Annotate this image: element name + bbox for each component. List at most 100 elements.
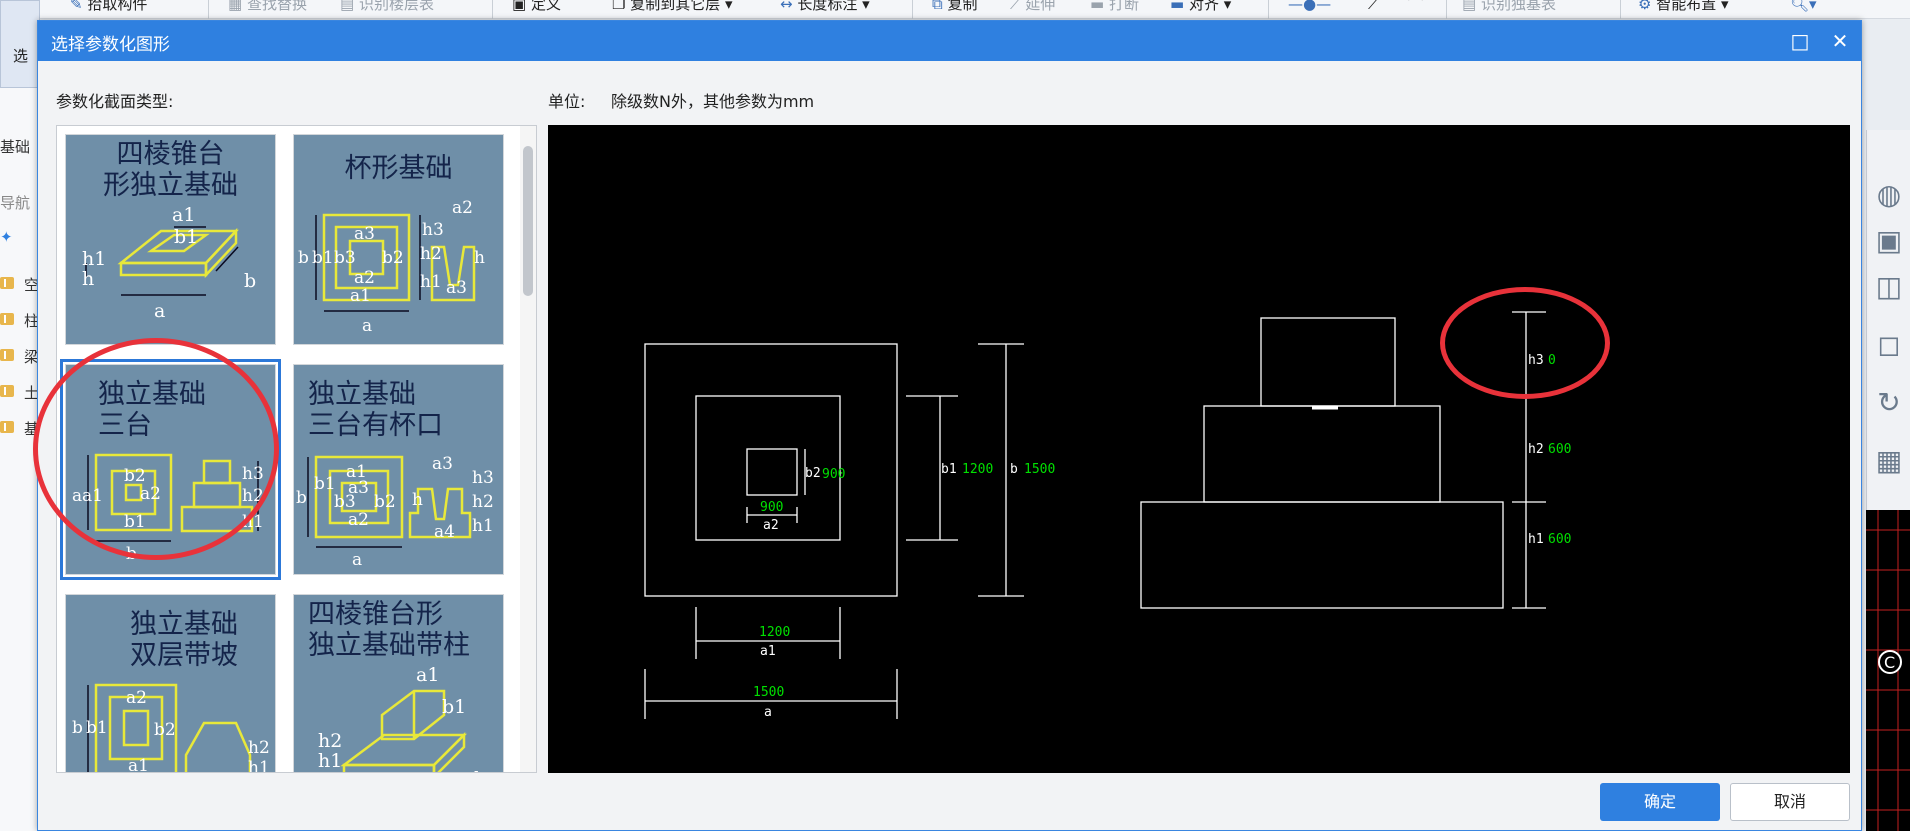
svg-text:a2: a2 xyxy=(354,268,375,288)
svg-text:b3: b3 xyxy=(334,248,356,268)
section-h3-value[interactable]: 0 xyxy=(1548,353,1556,368)
folder-icon xyxy=(0,385,14,397)
folder-icon xyxy=(0,349,14,361)
folder-icon xyxy=(0,277,14,289)
plan-b2-value[interactable]: 900 xyxy=(822,467,845,482)
svg-text:a1: a1 xyxy=(172,204,195,226)
toolbar-smart-layout[interactable]: ⚙ 智能布置 ▾ xyxy=(1638,0,1729,19)
toolbar-copy[interactable]: ⧉ 复制 xyxy=(932,0,978,19)
svg-text:b: b xyxy=(474,768,486,773)
gallery-scrollbar[interactable] xyxy=(520,126,536,772)
toolbar-length-dimension[interactable]: ↔ 长度标注 ▾ xyxy=(780,0,870,19)
point-icon: —●— xyxy=(1288,0,1332,13)
svg-text:a3: a3 xyxy=(354,224,375,244)
section-step-3 xyxy=(1260,317,1396,407)
cube-view-icon[interactable]: ◫ xyxy=(1875,270,1903,303)
svg-text:a2: a2 xyxy=(140,484,161,504)
toolbar-recognize-floor-table[interactable]: ▤ 识别楼层表 xyxy=(340,0,434,19)
section-step-1 xyxy=(1140,501,1504,609)
plan-a-value[interactable]: 1500 xyxy=(753,685,784,700)
svg-text:h2: h2 xyxy=(472,492,494,512)
svg-text:a1: a1 xyxy=(350,286,371,306)
svg-text:b1: b1 xyxy=(174,226,198,248)
nav-item[interactable]: 土 xyxy=(0,382,40,402)
nav-item[interactable]: 空 xyxy=(0,274,40,294)
toolbar-copy-to-layer[interactable]: ❐ 复制到其它层 ▾ xyxy=(612,0,733,19)
plan-a-label: a xyxy=(764,705,772,720)
add-icon[interactable]: ✦ xyxy=(0,228,13,246)
section-h1-label: h1 xyxy=(1528,532,1544,547)
globe-icon[interactable]: ◍ xyxy=(1876,178,1902,211)
plan-a1-value[interactable]: 1200 xyxy=(759,625,790,640)
plan-b-label: b xyxy=(1010,462,1018,477)
plan-middle-rect xyxy=(695,395,841,541)
section-h2-value[interactable]: 600 xyxy=(1548,442,1571,457)
svg-text:a1: a1 xyxy=(416,664,439,686)
plan-inner-rect xyxy=(746,448,798,496)
toolbar-define[interactable]: ▣ 定义 xyxy=(512,0,561,19)
svg-text:C: C xyxy=(1884,653,1895,672)
svg-text:a: a xyxy=(154,300,165,322)
thumb-title: 杯形基础 xyxy=(344,153,453,184)
svg-text:a4: a4 xyxy=(434,522,455,542)
define-icon: ▣ xyxy=(512,0,531,13)
toolbar-line-tool[interactable]: ⟋ xyxy=(1368,0,1379,19)
scrollbar-thumb[interactable] xyxy=(523,146,533,296)
svg-text:b: b xyxy=(244,270,256,292)
toolbar-point-tool[interactable]: —●— xyxy=(1288,0,1331,19)
toolbar-align[interactable]: ▬ 对齐 ▾ xyxy=(1170,0,1231,19)
svg-text:b: b xyxy=(72,718,83,738)
grid-settings-icon[interactable]: ▦ xyxy=(1875,444,1903,477)
plan-b1-value[interactable]: 1200 xyxy=(962,462,993,477)
svg-text:h1: h1 xyxy=(242,512,264,532)
3d-view-icon[interactable]: ▣ xyxy=(1875,224,1903,257)
cancel-button[interactable]: 取消 xyxy=(1730,783,1850,821)
toolbar-arc-tool[interactable]: ⌒ xyxy=(1408,0,1423,19)
toolbar-find-replace[interactable]: ▦ 查找替换 xyxy=(228,0,307,19)
nav-item[interactable]: 梁 xyxy=(0,346,40,366)
svg-text:b3: b3 xyxy=(334,492,356,512)
select-tool-button[interactable]: 选 xyxy=(0,0,40,88)
toolbar-search-tool[interactable]: 🔍︎▾ xyxy=(1790,0,1817,19)
toolbar-break[interactable]: ▬ 打断 xyxy=(1090,0,1139,19)
svg-text:h1: h1 xyxy=(472,516,494,536)
svg-text:h1: h1 xyxy=(318,750,342,772)
drawing-canvas-edge[interactable]: C xyxy=(1866,510,1910,831)
svg-text:h3: h3 xyxy=(472,468,494,488)
left-tab-label[interactable]: 基础 xyxy=(0,138,31,156)
thumb-title: 独立基础 双层带坡 xyxy=(130,609,238,671)
ok-button[interactable]: 确定 xyxy=(1600,783,1720,821)
svg-text:b1: b1 xyxy=(86,718,108,738)
dialog-titlebar[interactable]: 选择参数化图形 □ ✕ xyxy=(38,21,1861,61)
toolbar-recognize-isolated-table[interactable]: ▤ 识别独基表 xyxy=(1462,0,1556,19)
plan-b-value[interactable]: 1500 xyxy=(1024,462,1055,477)
plan-a2-value[interactable]: 900 xyxy=(760,500,783,515)
svg-text:a2: a2 xyxy=(452,198,473,218)
svg-text:a3: a3 xyxy=(446,278,467,298)
svg-text:b: b xyxy=(126,544,137,564)
maximize-button[interactable]: □ xyxy=(1780,21,1820,61)
box-view-icon[interactable]: ◻ xyxy=(1877,328,1901,361)
close-button[interactable]: ✕ xyxy=(1820,21,1860,61)
nav-item[interactable]: 柱 xyxy=(0,310,40,330)
toolbar-pick-component[interactable]: ✎ 拾取构件 xyxy=(70,0,147,19)
svg-text:a3: a3 xyxy=(432,454,453,474)
svg-text:b2: b2 xyxy=(374,492,396,512)
svg-text:a: a xyxy=(362,316,372,336)
rotate-icon[interactable]: ↻ xyxy=(1877,386,1901,419)
toolbar-extend[interactable]: ⟋ 延伸 xyxy=(1010,0,1055,19)
nav-item[interactable]: 基 xyxy=(0,418,40,438)
select-parametric-dialog: 选择参数化图形 □ ✕ 参数化截面类型: 单位: 除级数N外，其他参数为mm 四… xyxy=(37,20,1862,831)
svg-text:h2: h2 xyxy=(248,738,270,758)
section-h1-value[interactable]: 600 xyxy=(1548,532,1571,547)
unit-value: 除级数N外，其他参数为mm xyxy=(611,92,815,111)
